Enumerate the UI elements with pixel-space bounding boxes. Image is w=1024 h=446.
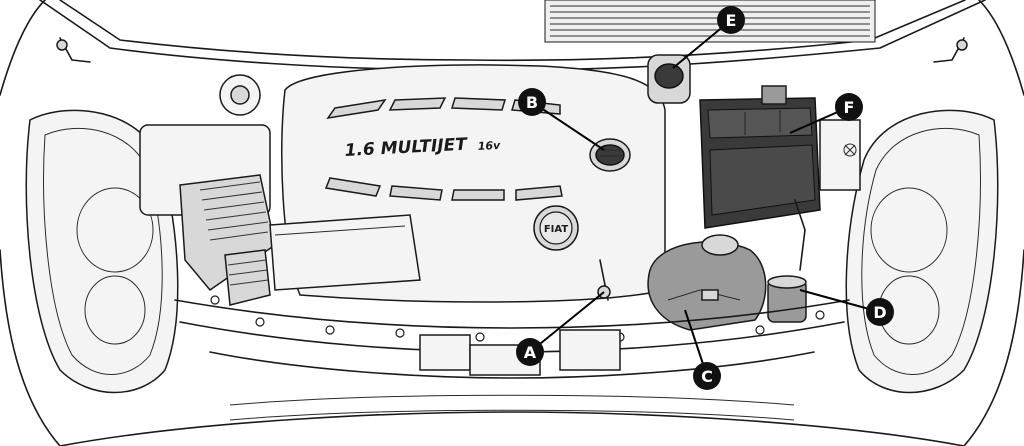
- callout-B: B: [518, 88, 546, 116]
- callout-E: E: [717, 6, 745, 34]
- engine-cover: 1.6 MULTIJET 16v: [269, 64, 666, 303]
- callout-D: D: [866, 298, 894, 326]
- fuel-filter: [767, 275, 807, 323]
- fiat-logo-text: FIAT: [544, 224, 569, 235]
- hood: [39, 0, 986, 72]
- air-intake-duct: [139, 74, 276, 306]
- callout-F: F: [835, 93, 863, 121]
- callout-C-label: C: [701, 367, 713, 386]
- callout-B-label: B: [526, 93, 538, 112]
- brake-fluid-reservoir: [647, 234, 767, 331]
- right-headlight: [845, 109, 999, 394]
- engine-cover-sublabel: 16v: [477, 139, 501, 153]
- callout-A: A: [516, 338, 544, 366]
- callout-E-label: E: [726, 11, 737, 30]
- fiat-logo: FIAT: [533, 205, 579, 251]
- callout-D-label: D: [873, 303, 886, 322]
- callout-A-label: A: [524, 343, 537, 362]
- battery: [699, 85, 821, 271]
- expansion-tank: [647, 54, 691, 104]
- callout-F-label: F: [844, 98, 855, 117]
- callout-C: C: [693, 362, 721, 390]
